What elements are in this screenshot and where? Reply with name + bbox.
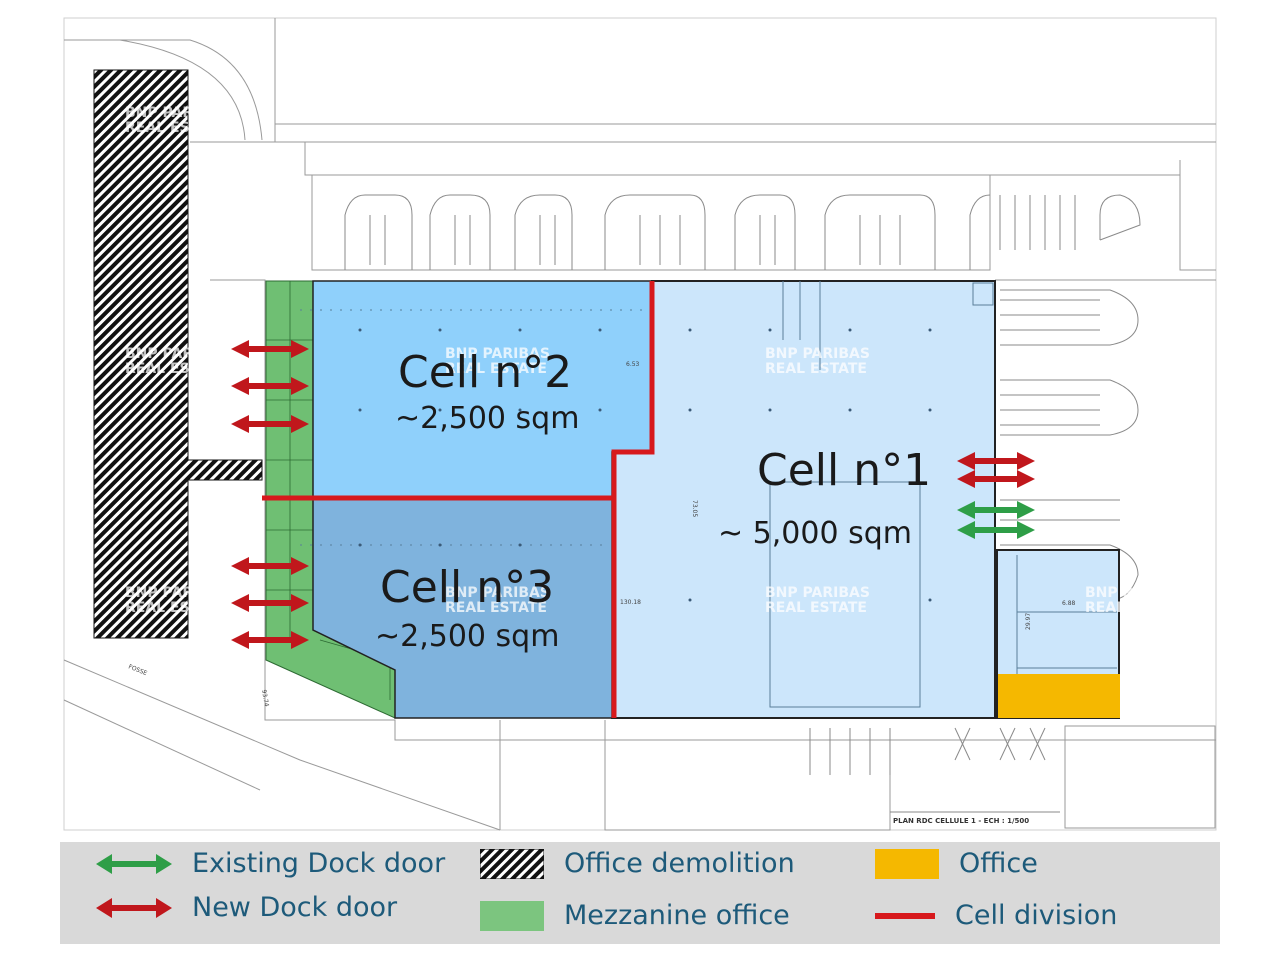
- parking-top: [344, 194, 1141, 270]
- cell-2-area-label: ~2,500 sqm: [395, 401, 579, 436]
- column-grid: [358, 328, 932, 602]
- cell-1-title: Cell n°1: [757, 445, 931, 496]
- site-plan: 6.53 130.18 73.05 29.97 6.88 93.74 FOSSE…: [63, 17, 1217, 831]
- legend-label: New Dock door: [192, 892, 398, 923]
- legend: Existing Dock door New Dock door Office …: [60, 842, 1220, 944]
- legend-cell-division: Cell division: [875, 900, 1117, 931]
- cell-3-area-label: ~2,500 sqm: [375, 619, 559, 654]
- legend-existing-dock: Existing Dock door: [96, 848, 445, 879]
- dimension-label: 73.05: [691, 500, 698, 517]
- green-swatch-icon: [480, 900, 544, 931]
- legend-label: Office: [959, 848, 1038, 879]
- office-demolition-area: [93, 69, 263, 639]
- office-area: [998, 674, 1120, 718]
- yellow-swatch-icon: [875, 848, 939, 879]
- legend-label: Cell division: [955, 900, 1118, 931]
- dimension-label: 93.74: [260, 689, 270, 707]
- svg-text:BNP PARIBAS: BNP PARIBAS: [765, 585, 870, 601]
- svg-text:REAL ESTATE: REAL ESTATE: [125, 361, 227, 377]
- parking-stripes-top: [369, 195, 1076, 265]
- svg-text:REAL ESTATE: REAL ESTATE: [445, 361, 547, 377]
- green-double-arrow-icon: [96, 853, 172, 874]
- existing-dock-doors: [957, 501, 1035, 539]
- cell-1-area-label: ~ 5,000 sqm: [718, 516, 912, 551]
- parking-right: [1000, 289, 1139, 601]
- svg-text:BNP PARIBAS: BNP PARIBAS: [445, 346, 550, 362]
- red-line-icon: [875, 912, 935, 919]
- svg-text:BNP PARIBAS: BNP PARIBAS: [125, 346, 230, 362]
- hatch-swatch-icon: [480, 848, 544, 879]
- dimension-label: 130.18: [620, 599, 641, 606]
- cell-3-title: Cell n°3: [380, 562, 554, 613]
- svg-text:REAL ESTATE: REAL ESTATE: [765, 600, 867, 616]
- legend-label: Mezzanine office: [564, 900, 790, 931]
- legend-new-dock: New Dock door: [96, 892, 397, 923]
- legend-office-demolition: Office demolition: [480, 848, 795, 879]
- red-double-arrow-icon: [96, 897, 172, 918]
- svg-text:BNP PARIBAS: BNP PARIBAS: [765, 346, 870, 362]
- dimension-label: 29.97: [1025, 613, 1032, 630]
- site-linework: [63, 18, 1216, 831]
- svg-text:REAL ESTATE: REAL ESTATE: [445, 600, 547, 616]
- svg-text:BNP PARIBAS: BNP PARIBAS: [125, 585, 230, 601]
- legend-label: Existing Dock door: [192, 848, 446, 879]
- svg-text:REAL ESTATE: REAL ESTATE: [125, 600, 227, 616]
- legend-label: Office demolition: [564, 848, 795, 879]
- svg-text:REAL ESTATE: REAL ESTATE: [125, 120, 227, 136]
- parking-bottom: [809, 727, 1046, 775]
- svg-text:REAL ESTATE: REAL ESTATE: [765, 361, 867, 377]
- plan-caption: PLAN RDC CELLULE 1 - ECH : 1/500: [893, 817, 1029, 825]
- new-dock-doors: [231, 340, 1035, 649]
- legend-office: Office: [875, 848, 1038, 879]
- svg-text:BNP PARIBAS: BNP PARIBAS: [125, 105, 230, 121]
- svg-text:BNP PARIBAS: BNP PARIBAS: [1085, 585, 1190, 601]
- legend-mezzanine: Mezzanine office: [480, 900, 790, 931]
- dimension-label: 6.88: [1062, 600, 1076, 607]
- cell-2-title: Cell n°2: [398, 347, 572, 398]
- svg-text:BNP PARIBAS: BNP PARIBAS: [445, 585, 550, 601]
- svg-text:REAL ESTATE: REAL ESTATE: [1085, 600, 1187, 616]
- cell-division-lines: [262, 281, 655, 718]
- dimension-label: 6.53: [626, 361, 640, 368]
- watermarks: BNP PARIBAS REAL ESTATE BNP PARIBAS REAL…: [125, 105, 1190, 616]
